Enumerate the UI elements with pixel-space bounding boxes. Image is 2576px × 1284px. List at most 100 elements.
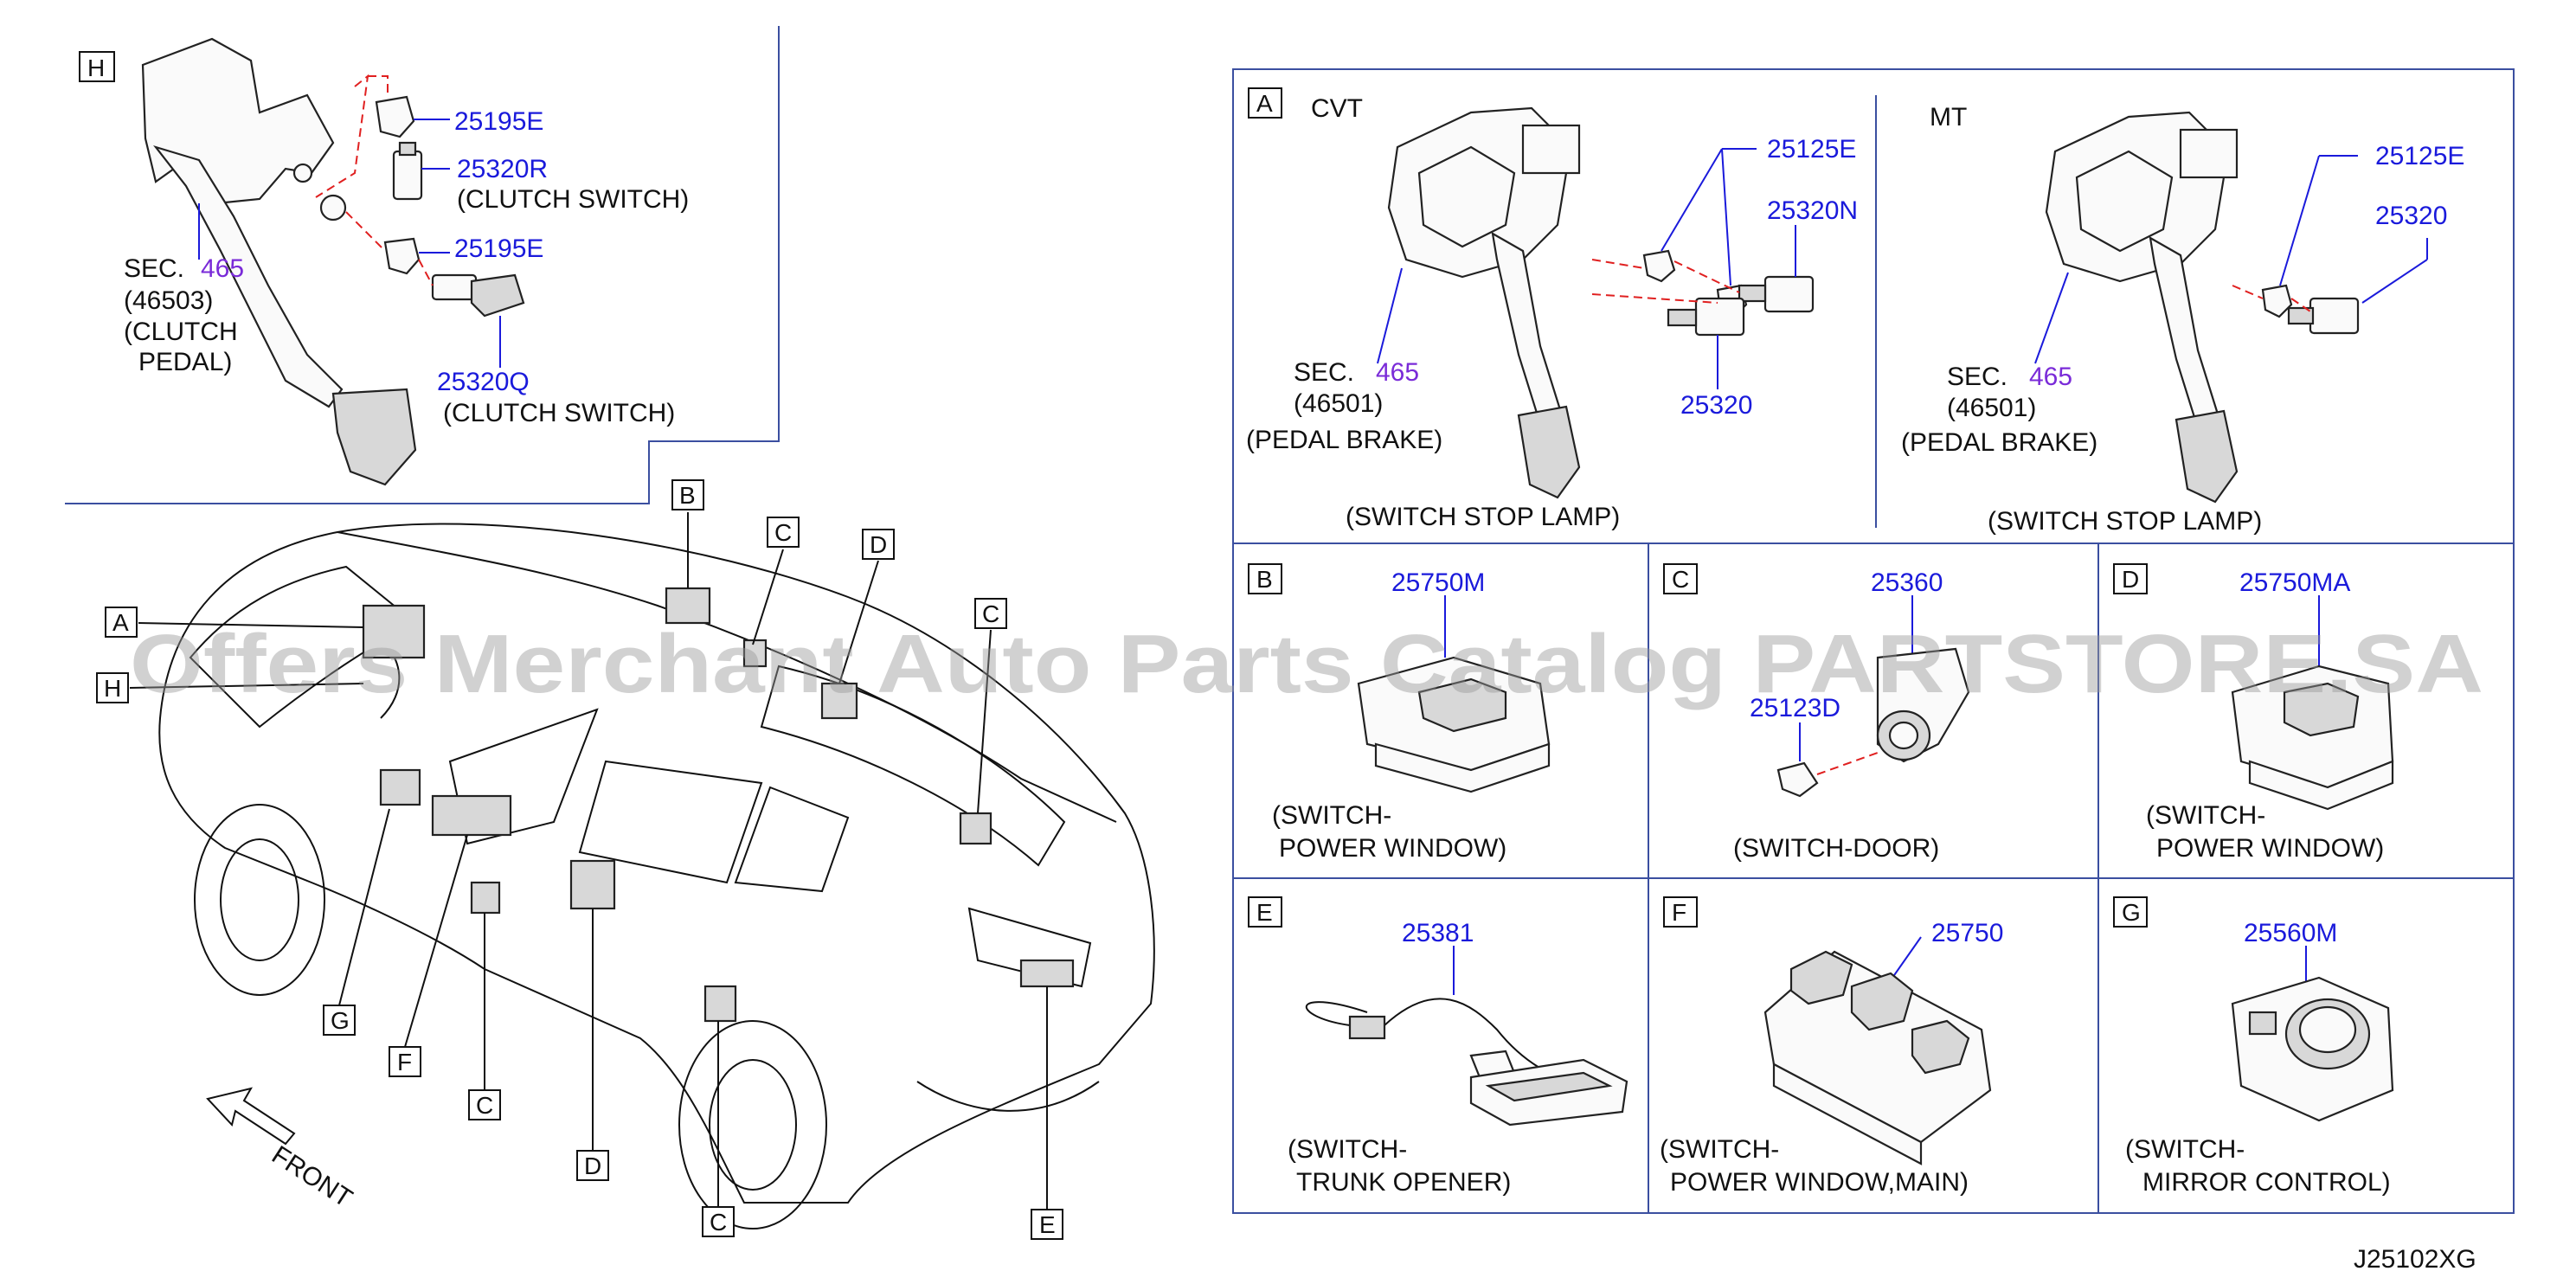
front-label: FRONT [267, 1140, 357, 1213]
panel-h-part-3: 25195E [454, 234, 543, 263]
panel-h-sec-label: SEC. [124, 254, 184, 283]
panel-a-mt-part-1: 25125E [2375, 142, 2464, 170]
panel-e: E 25381 (SWITCH- TRUNK OPENER) [1248, 896, 1628, 1197]
car-callout-c4: C [710, 1209, 727, 1236]
panel-a-mt-part-2: 25320 [2375, 202, 2447, 230]
panel-h-part-1: 25195E [454, 107, 543, 136]
panel-a-mt-sec-code: (46501) [1947, 394, 2036, 422]
power-window-main-switch-icon [1763, 950, 1992, 1165]
car-callout-c1: C [774, 519, 792, 546]
panel-a-mt-caption: (SWITCH STOP LAMP) [1988, 507, 2262, 536]
panel-a-cvt-part-1: 25125E [1767, 135, 1856, 164]
panel-d-caption-1: (SWITCH- [2146, 801, 2265, 830]
panel-a-cvt-sec-desc: (PEDAL BRAKE) [1246, 426, 1442, 454]
car-part-f [431, 794, 512, 837]
panel-a-cvt-caption: (SWITCH STOP LAMP) [1346, 503, 1620, 531]
panel-g-caption-2: MIRROR CONTROL) [2142, 1168, 2391, 1197]
mt-brake-pedal-illustration [2045, 111, 2239, 504]
panel-c-part-2: 25123D [1750, 694, 1840, 722]
car-callout-a: A [112, 609, 129, 636]
cvt-brake-pedal-illustration [1387, 106, 1581, 499]
panel-c-caption-1: (SWITCH-DOOR) [1733, 834, 1939, 863]
panel-b-caption-1: (SWITCH- [1272, 801, 1391, 830]
panel-h-letter: H [87, 55, 105, 81]
power-window-switch-d-icon [2231, 664, 2394, 811]
car-part-b [665, 587, 711, 625]
panel-b-letter: B [1256, 566, 1273, 593]
panel-a-letter: A [1256, 90, 1273, 117]
panel-a-cvt-title: CVT [1311, 94, 1363, 123]
car-callout-e: E [1039, 1211, 1056, 1238]
mirror-control-switch-icon [2231, 976, 2394, 1122]
panel-c: C 25360 25123D (SWITCH-DOOR) [1663, 563, 1970, 863]
car-callout-g: G [331, 1007, 350, 1034]
panel-h-letter-box [79, 51, 115, 82]
panel-f-part: 25750 [1931, 919, 2003, 947]
door-switch-icon [1776, 647, 1970, 798]
panel-f-letter: F [1672, 899, 1686, 926]
panel-h-sec-code: (46503) [124, 286, 213, 315]
car-callout-c2: C [982, 600, 999, 627]
panel-b: B 25750M (SWITCH- POWER WINDOW) [1248, 563, 1551, 863]
panel-g-part: 25560M [2244, 919, 2337, 947]
panel-a-cvt-sec-num: 465 [1376, 358, 1419, 387]
panel-f-caption-1: (SWITCH- [1660, 1135, 1779, 1164]
mt-part-25125e-icon [2261, 284, 2293, 318]
panel-a-mt-title: MT [1930, 103, 1967, 132]
car-part-c4 [703, 985, 737, 1023]
panel-h: H 251 [65, 26, 780, 504]
watermark: Offers Merchant Auto Parts Catalog PARTS… [130, 618, 2483, 710]
car-part-e [1019, 959, 1075, 988]
car-callout-d2: D [584, 1152, 601, 1179]
panel-e-part: 25381 [1402, 919, 1474, 947]
panel-h-part-4-desc: (CLUTCH SWITCH) [443, 399, 675, 427]
panel-d-part: 25750MA [2239, 568, 2350, 597]
car-callout-b: B [679, 482, 696, 509]
panel-h-border [65, 26, 780, 504]
panel-a-mt-sec-num: 465 [2029, 363, 2072, 391]
panel-h-part-4: 25320Q [437, 368, 530, 396]
panel-f-caption-2: POWER WINDOW,MAIN) [1670, 1168, 1969, 1197]
right-panels-grid [1232, 68, 2515, 1214]
front-arrow-icon [206, 1087, 296, 1146]
panel-g-caption-1: (SWITCH- [2125, 1135, 2245, 1164]
panel-h-sec-num: 465 [201, 254, 244, 283]
car-callout-d1: D [870, 531, 887, 558]
panel-c-letter: C [1672, 566, 1689, 593]
car-part-d1 [569, 859, 616, 910]
car-part-a [362, 604, 426, 659]
panel-e-caption-2: TRUNK OPENER) [1296, 1168, 1511, 1197]
panel-e-letter: E [1256, 899, 1273, 926]
panel-a-mt-sec-desc: (PEDAL BRAKE) [1901, 428, 2097, 457]
car-callout-h: H [104, 675, 121, 702]
part-25195e-upper-icon [375, 95, 415, 138]
power-window-switch-b-icon [1357, 656, 1551, 793]
panel-d-letter: D [2122, 566, 2139, 593]
panel-c-part: 25360 [1871, 568, 1943, 597]
panel-f: F 25750 (SWITCH- POWER WINDOW,MAIN) [1660, 896, 2003, 1197]
part-25320r-icon [392, 141, 423, 201]
car-part-d2 [820, 682, 858, 720]
car-illustration: A H B C D C G F C D C E FRONT [96, 479, 1155, 1240]
cvt-part-25320n-icon [1738, 275, 1815, 313]
car-part-g [379, 768, 421, 806]
car-part-c3 [959, 812, 992, 845]
car-callout-c3: C [476, 1092, 493, 1119]
car-part-c1 [470, 881, 501, 915]
panel-e-caption-1: (SWITCH- [1288, 1135, 1407, 1164]
panel-a-mt-sec-label: SEC. [1947, 363, 2007, 391]
part-25195e-lower-icon [383, 237, 421, 275]
panel-g-letter: G [2122, 899, 2141, 926]
trunk-opener-switch-icon [1305, 998, 1628, 1127]
panel-a-cvt-part-2: 25320N [1767, 196, 1858, 225]
panel-d-caption-2: POWER WINDOW) [2156, 834, 2384, 863]
panel-h-part-2: 25320R [457, 155, 548, 183]
part-25320q-icon [431, 273, 525, 318]
panel-h-sec-desc2: PEDAL) [138, 348, 232, 376]
car-part-c2 [742, 639, 768, 668]
clutch-pedal-illustration [141, 37, 417, 486]
mt-part-25320-icon [2287, 297, 2360, 335]
panel-a-cvt-sec-label: SEC. [1294, 358, 1354, 387]
panel-h-sec-desc1: (CLUTCH [124, 318, 238, 346]
